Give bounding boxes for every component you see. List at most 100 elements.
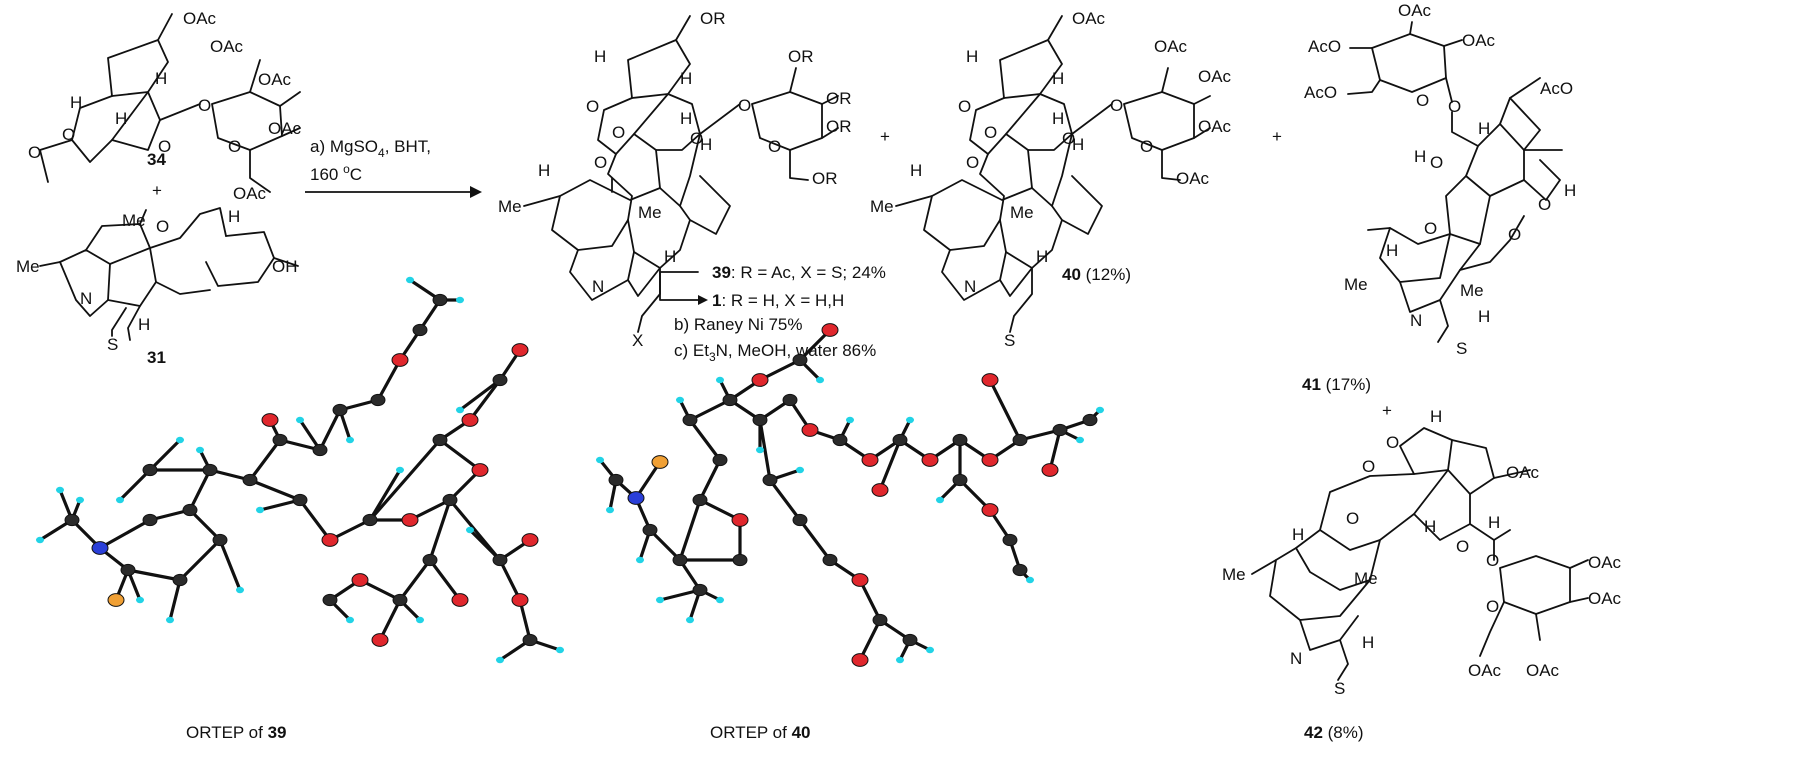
ortep-bond bbox=[126, 568, 182, 582]
ortep-atom-hydrogen bbox=[1096, 406, 1104, 414]
ortep-atom-carbon bbox=[64, 513, 80, 527]
ortep-atom-carbon bbox=[242, 473, 258, 487]
label-me: Me bbox=[1344, 275, 1368, 294]
ortep-atom-hydrogen bbox=[1076, 436, 1084, 444]
ortep-atom-oxygen bbox=[981, 453, 999, 467]
ortep-atom-carbon bbox=[762, 473, 778, 487]
ortep-atom-hydrogen bbox=[846, 416, 854, 424]
label-h: H bbox=[1564, 181, 1576, 200]
label-aco: AcO bbox=[1304, 83, 1337, 102]
label-h: H bbox=[1424, 517, 1436, 536]
ortep-bond bbox=[438, 438, 482, 472]
ortep-atom-carbon bbox=[492, 373, 508, 387]
ortep-atom-carbon bbox=[172, 573, 188, 587]
label-oac: OAc bbox=[258, 70, 292, 89]
ortep-bond bbox=[988, 378, 1022, 442]
label-h: H bbox=[1414, 147, 1426, 166]
label-o: O bbox=[1486, 597, 1499, 616]
ortep-bond bbox=[298, 498, 332, 542]
label-oac: OAc bbox=[1468, 661, 1502, 680]
ortep-atom-sulfur bbox=[107, 593, 125, 607]
ortep-atom-carbon bbox=[120, 563, 136, 577]
ortep-atom-hydrogen bbox=[756, 446, 764, 454]
ortep-bond bbox=[218, 538, 242, 592]
label-h: H bbox=[680, 69, 692, 88]
ortep-atom-oxygen bbox=[321, 533, 339, 547]
ortep-bond bbox=[368, 438, 442, 522]
ortep-atom-hydrogen bbox=[196, 446, 204, 454]
ortep-atom-oxygen bbox=[751, 373, 769, 387]
label-oac: OAc bbox=[1588, 589, 1622, 608]
label-me: Me bbox=[16, 257, 40, 276]
label-o: O bbox=[1416, 91, 1429, 110]
label-h: H bbox=[664, 247, 676, 266]
label-or: OR bbox=[788, 47, 814, 66]
reagent-a-line2: 160 oC bbox=[310, 162, 362, 184]
label-o: O bbox=[984, 123, 997, 142]
label-me: Me bbox=[1354, 569, 1378, 588]
ortep-bond bbox=[248, 478, 302, 502]
ortep-atom-hydrogen bbox=[36, 536, 44, 544]
ortep-structure-40 bbox=[596, 323, 1104, 667]
label-oac: OAc bbox=[1526, 661, 1560, 680]
label-o: O bbox=[1538, 195, 1551, 214]
ortep-atom-hydrogen bbox=[816, 376, 824, 384]
ortep-atom-carbon bbox=[1012, 563, 1028, 577]
label-or: OR bbox=[826, 117, 852, 136]
label-o: O bbox=[768, 137, 781, 156]
label-s: S bbox=[1004, 331, 1015, 350]
ortep-atom-carbon bbox=[142, 463, 158, 477]
ortep-bond bbox=[378, 598, 402, 642]
compound-label-42: 42 (8%) bbox=[1304, 723, 1364, 742]
ortep-bond bbox=[798, 518, 832, 562]
ortep-atom-hydrogen bbox=[716, 376, 724, 384]
ortep-bond bbox=[178, 538, 222, 582]
ortep-atom-hydrogen bbox=[116, 496, 124, 504]
label-oac: OAc bbox=[1154, 37, 1188, 56]
ortep-atom-carbon bbox=[892, 433, 908, 447]
compound-31: Me O H Me OH N H S 31 bbox=[16, 207, 299, 367]
label-o: O bbox=[1362, 457, 1375, 476]
ortep-atom-oxygen bbox=[851, 573, 869, 587]
ortep-atom-hydrogen bbox=[346, 436, 354, 444]
line-1-description: 1: R = H, X = H,H bbox=[712, 291, 844, 310]
line-39-description: 39: R = Ac, X = S; 24% bbox=[712, 263, 886, 282]
label-me: Me bbox=[1460, 281, 1484, 300]
label-h: H bbox=[1052, 69, 1064, 88]
label-oac: OAc bbox=[1398, 1, 1432, 20]
label-s: S bbox=[1456, 339, 1467, 358]
ortep-atom-carbon bbox=[872, 613, 888, 627]
label-o: O bbox=[62, 125, 75, 144]
label-h: H bbox=[1292, 525, 1304, 544]
ortep-atom-nitrogen bbox=[91, 541, 109, 555]
label-o: O bbox=[156, 217, 169, 236]
ortep-atom-carbon bbox=[1052, 423, 1068, 437]
ortep-39-caption: ORTEP of 39 bbox=[186, 723, 287, 742]
ortep-atom-carbon bbox=[422, 553, 438, 567]
compound-label-41: 41 (17%) bbox=[1302, 375, 1371, 394]
ortep-atom-oxygen bbox=[351, 573, 369, 587]
label-h: H bbox=[1430, 407, 1442, 426]
ortep-bond bbox=[858, 618, 882, 662]
label-o: O bbox=[28, 143, 41, 162]
ortep-atom-carbon bbox=[722, 393, 738, 407]
label-o: O bbox=[1062, 129, 1075, 148]
label-oac: OAc bbox=[268, 119, 302, 138]
ortep-atom-hydrogen bbox=[396, 466, 404, 474]
label-h: H bbox=[115, 109, 127, 128]
ortep-atom-oxygen bbox=[981, 373, 999, 387]
ortep-atom-oxygen bbox=[461, 413, 479, 427]
label-o: O bbox=[1508, 225, 1521, 244]
label-o: O bbox=[1110, 96, 1123, 115]
label-h: H bbox=[70, 93, 82, 112]
label-me: Me bbox=[498, 197, 522, 216]
ortep-atom-hydrogen bbox=[136, 596, 144, 604]
ortep-atom-hydrogen bbox=[656, 596, 664, 604]
label-h: H bbox=[155, 69, 167, 88]
label-aco: AcO bbox=[1540, 79, 1573, 98]
label-s: S bbox=[1334, 679, 1345, 698]
ortep-atom-hydrogen bbox=[296, 416, 304, 424]
ortep-atom-carbon bbox=[312, 443, 328, 457]
plus-sign: + bbox=[1272, 127, 1282, 146]
